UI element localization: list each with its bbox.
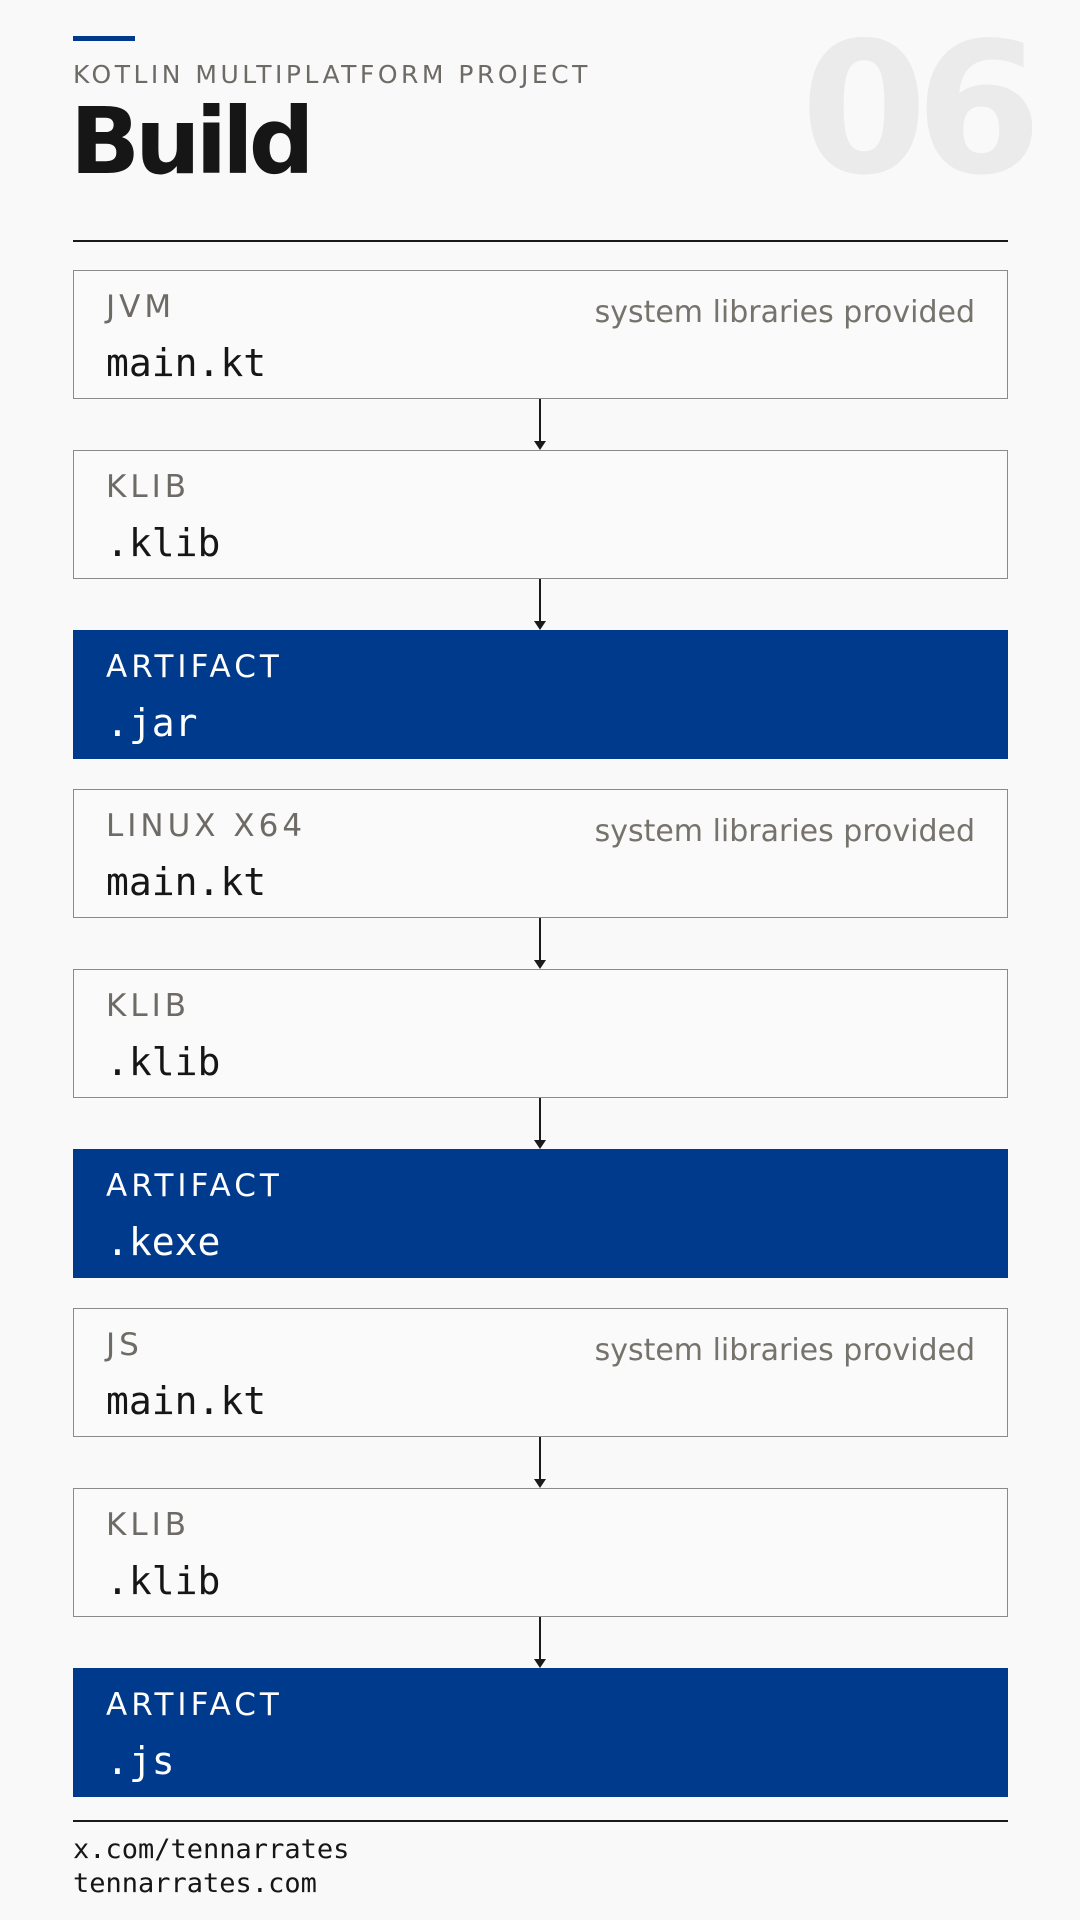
arrow-head-icon: [534, 441, 546, 450]
klib-file: .klib: [106, 1040, 221, 1084]
arrow-head-icon: [534, 1479, 546, 1488]
arrow-head-icon: [534, 621, 546, 630]
klib-box: KLIB .klib: [73, 1488, 1008, 1617]
arrow-head-icon: [534, 1659, 546, 1668]
artifact-label: ARTIFACT: [106, 1687, 283, 1723]
klib-file: .klib: [106, 521, 221, 565]
system-libraries-note: system libraries provided: [594, 295, 975, 330]
top-divider: [73, 240, 1008, 242]
accent-rule: [73, 36, 135, 41]
arrow-line: [539, 918, 541, 963]
flow-arrow: [73, 1098, 1008, 1149]
klib-file: .klib: [106, 1559, 221, 1603]
source-label: LINUX X64: [106, 808, 307, 844]
arrow-head-icon: [534, 1140, 546, 1149]
artifact-label: ARTIFACT: [106, 649, 283, 685]
source-label: JVM: [106, 289, 176, 325]
artifact-box: ARTIFACT .jar: [73, 630, 1008, 759]
klib-label: KLIB: [106, 1507, 191, 1543]
source-file: main.kt: [106, 860, 267, 904]
system-libraries-note: system libraries provided: [594, 814, 975, 849]
target-group-js: JS system libraries provided main.kt KLI…: [73, 1308, 1008, 1797]
flow-arrow: [73, 1617, 1008, 1668]
target-group-jvm: JVM system libraries provided main.kt KL…: [73, 270, 1008, 759]
artifact-label: ARTIFACT: [106, 1168, 283, 1204]
footer-website-link[interactable]: tennarrates.com: [73, 1868, 317, 1899]
flow-arrow: [73, 399, 1008, 450]
source-box: JVM system libraries provided main.kt: [73, 270, 1008, 399]
arrow-line: [539, 579, 541, 624]
eyebrow-label: KOTLIN MULTIPLATFORM PROJECT: [73, 60, 591, 89]
footer-social-link[interactable]: x.com/tennarrates: [73, 1834, 350, 1865]
page-title: Build: [70, 88, 315, 195]
system-libraries-note: system libraries provided: [594, 1333, 975, 1368]
arrow-head-icon: [534, 960, 546, 969]
artifact-file: .jar: [106, 701, 198, 745]
klib-box: KLIB .klib: [73, 450, 1008, 579]
klib-box: KLIB .klib: [73, 969, 1008, 1098]
artifact-file: .kexe: [106, 1220, 221, 1264]
arrow-line: [539, 1617, 541, 1662]
source-box: LINUX X64 system libraries provided main…: [73, 789, 1008, 918]
artifact-box: ARTIFACT .js: [73, 1668, 1008, 1797]
flow-arrow: [73, 918, 1008, 969]
flow-arrow: [73, 1437, 1008, 1488]
source-file: main.kt: [106, 1379, 267, 1423]
arrow-line: [539, 1437, 541, 1482]
arrow-line: [539, 399, 541, 444]
source-box: JS system libraries provided main.kt: [73, 1308, 1008, 1437]
klib-label: KLIB: [106, 469, 191, 505]
source-label: JS: [106, 1327, 143, 1363]
slide-number: 06: [800, 3, 1042, 215]
bottom-divider: [73, 1820, 1008, 1822]
source-file: main.kt: [106, 341, 267, 385]
flow-arrow: [73, 579, 1008, 630]
target-group-linux-x64: LINUX X64 system libraries provided main…: [73, 789, 1008, 1278]
artifact-box: ARTIFACT .kexe: [73, 1149, 1008, 1278]
artifact-file: .js: [106, 1739, 175, 1783]
build-flow: JVM system libraries provided main.kt KL…: [73, 270, 1008, 1797]
arrow-line: [539, 1098, 541, 1143]
klib-label: KLIB: [106, 988, 191, 1024]
